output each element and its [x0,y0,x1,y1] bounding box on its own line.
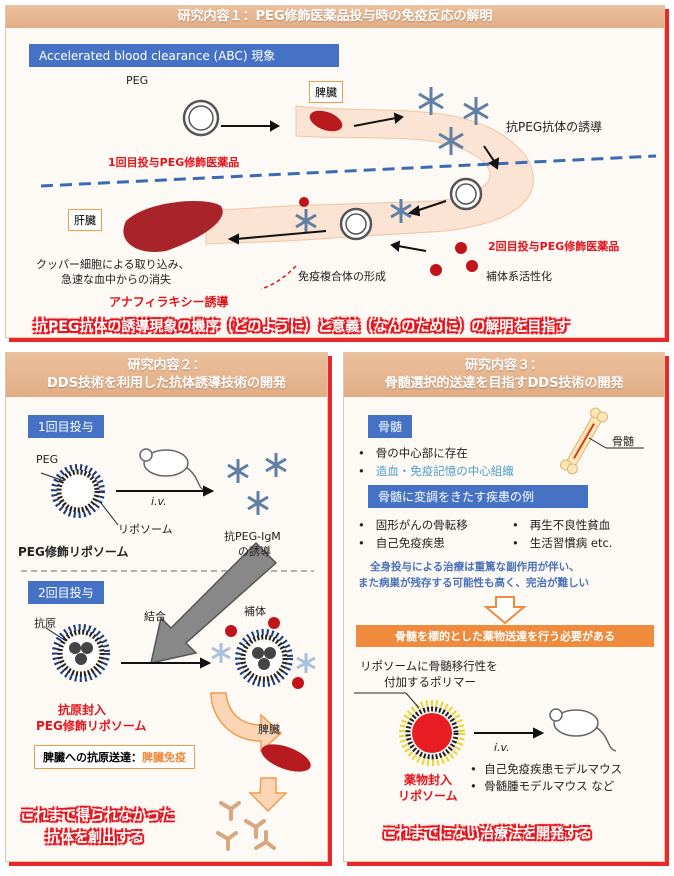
p3-need-bar: 骨髄を標的とした薬物送達を行う必要がある [356,625,654,647]
p1-goal: 抗PEG抗体の誘導現象の機序（どのように）と意義（なんのために）の解明を目指す [34,319,570,335]
p3-model-2: • 骨髄腫モデルマウス など [470,779,615,793]
p3-bullet-1-text: 骨の中心部に存在 [375,446,468,460]
abc-label: Accelerated blood clearance (ABC) 現象 [29,44,339,67]
p3-polymer-1: リポソームに骨髄移行性を [360,659,498,673]
p3-d2: • 再生不良性貧血 [512,518,611,532]
panel-research-2: 研究内容２： DDS技術を利用した抗体誘導技術の開発 1回目投与 [5,352,328,862]
immune-complex: 免疫複合体の形成 [298,270,386,283]
p1-diagram [40,87,657,290]
peg-label: PEG [126,74,149,87]
anaphylaxis-label: アナフィラキシー誘導 [109,295,229,309]
p2-goal-2: 抗体を創出する [46,830,144,846]
p3-bullet-2-text: 造血・免疫記憶の中心組織 [375,464,514,478]
p3-diagram [354,407,644,766]
panel-3-title: 研究内容３： 骨髄選択的送達を目指すDDS技術の開発 [344,353,664,397]
p3-marrow-label: 骨髄 [612,435,634,448]
p3-d1-text: 固形がんの骨転移 [375,518,468,532]
p3-warn-2: また病巣が残存する可能性も高く、完治が難しい [358,577,589,589]
panel-research-1: 研究内容１：PEG修飾医薬品投与時の免疫反応の解明 Accelerated bl… [5,5,665,338]
p2-diagram [21,448,316,851]
panel-1-title: 研究内容１：PEG修飾医薬品投与時の免疫反応の解明 [6,6,664,28]
p3-disease-tag: 骨髄に変調をきたす疾患の例 [368,485,588,508]
complement-activation: 補体系活性化 [486,270,552,283]
panel-research-3: 研究内容３： 骨髄選択的送達を目指すDDS技術の開発 骨髄 [343,352,665,862]
p3-drug-1: 薬物封入 [404,773,453,787]
p3-d1: • 固形がんの骨転移 [358,518,468,532]
p3-d4: • 生活習慣病 etc. [512,536,613,550]
panel-2-title: 研究内容２： DDS技術を利用した抗体誘導技術の開発 [6,353,327,397]
p3-bullet-2: • 造血・免疫記憶の中心組織 [358,464,514,478]
p3-bullet-1: • 骨の中心部に存在 [358,446,468,460]
liver-box: 肝臓 [68,209,102,231]
p2-goal-1: これまで得られなかった [20,808,174,824]
kupffer-1: クッパー細胞による取り込み、 [36,258,190,271]
first-dose-label: 1回目投与PEG修飾医薬品 [108,156,240,169]
p2-delivery-label: 脾臓への抗原送達： [43,751,142,764]
p3-d3: • 自己免疫疾患 [358,536,445,550]
second-dose-label: 2回目投与PEG修飾医薬品 [488,240,620,253]
p3-d3-text: 自己免疫疾患 [375,536,445,550]
p3-d2-text: 再生不良性貧血 [529,518,611,532]
panel-3-title-1: 研究内容３： [464,358,543,373]
p3-iv: i.v. [494,741,510,754]
kupffer-2: 急速な血中からの消失 [61,273,171,286]
p2-peg-liposome: PEG修飾リポソーム [18,545,129,559]
p2-delivery-box: 脾臓への抗原送達：脾臓免疫 [34,745,195,769]
p2-antigen-lipo-2: PEG修飾リポソーム [36,719,147,733]
p2-liposome: リポソーム [118,523,173,536]
p3-warn-1: 全身投与による治療は重篤な副作用が伴い、 [370,561,580,573]
p2-igm-2: の誘導 [238,545,271,558]
panel-3-title-2: 骨髄選択的送達を目指すDDS技術の開発 [384,376,624,391]
p3-model-1: • 自己免疫疾患モデルマウス [470,762,623,776]
p2-spleen: 脾臓 [258,723,280,736]
p2-binding: 結合 [144,610,166,623]
p2-delivery-value: 脾臓免疫 [142,751,186,764]
p3-model-2-text: 骨髄腫モデルマウス など [484,779,615,793]
p2-first-dose-tag: 1回目投与 [28,415,104,438]
p2-complement: 補体 [244,605,266,618]
spleen-box: 脾臓 [309,81,343,103]
p3-d4-text: 生活習慣病 etc. [529,536,613,550]
antibody-induction: 抗PEG抗体の誘導 [506,120,603,134]
p2-peg-label: PEG [36,453,59,466]
p3-drug-2: リポソーム [398,789,458,803]
p3-marrow-tag: 骨髄 [368,415,413,438]
panel-2-title-2: DDS技術を利用した抗体誘導技術の開発 [47,376,286,391]
p3-goal: これまでにない治療法を開発する [382,826,592,842]
p3-polymer-2: 付加するポリマー [384,675,476,689]
p2-igm-1: 抗PEG-IgM [224,530,281,543]
p3-model-1-text: 自己免疫疾患モデルマウス [484,762,623,776]
p2-iv: i.v. [151,495,167,508]
panel-2-title-1: 研究内容２： [127,358,206,373]
p2-antigen-lipo-1: 抗原封入 [58,703,107,717]
p2-antigen: 抗原 [34,617,56,630]
p2-second-dose-tag: 2回目投与 [28,581,104,604]
